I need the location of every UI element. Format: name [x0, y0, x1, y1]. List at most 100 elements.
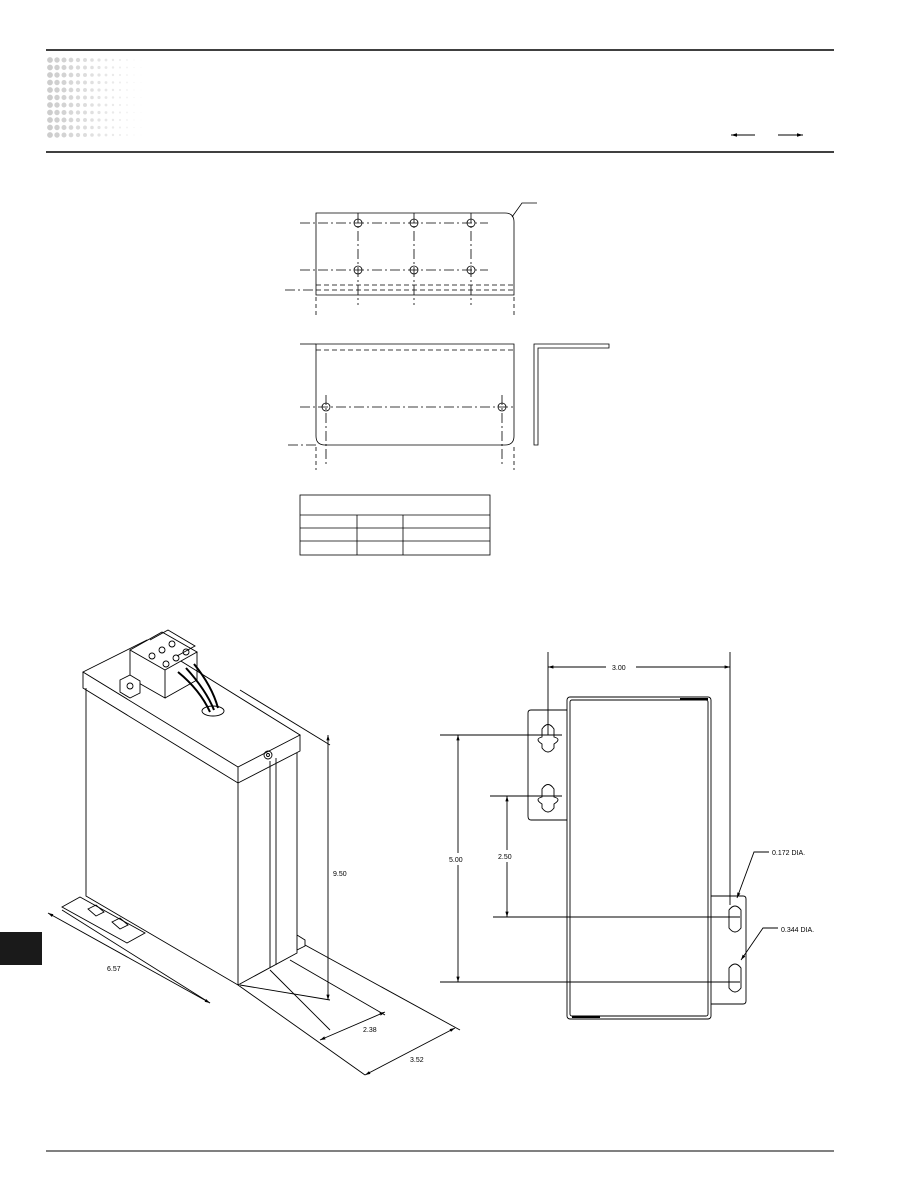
halftone-dot	[68, 65, 74, 70]
halftone-dot	[111, 126, 115, 129]
halftone-dot	[118, 118, 122, 122]
halftone-dot	[118, 73, 122, 77]
small-hole-label: 0.172 DIA.	[772, 850, 805, 857]
halftone-dot	[97, 95, 101, 100]
halftone-dot	[97, 103, 101, 107]
halftone-dot	[54, 79, 60, 86]
halftone-dot	[140, 82, 142, 83]
halftone-dot	[54, 64, 60, 71]
halftone-dot	[47, 117, 53, 123]
halftone-dot	[111, 133, 115, 137]
halftone-dot	[118, 126, 122, 129]
halftone-dot	[126, 66, 128, 69]
halftone-dot	[61, 87, 67, 93]
halftone-dot	[54, 57, 60, 63]
halftone-dot	[111, 58, 115, 62]
halftone-dot	[104, 66, 108, 69]
halftone-dot	[90, 65, 94, 70]
halftone-dot	[83, 88, 87, 92]
halftone-dot	[140, 112, 142, 113]
halftone-dot	[97, 80, 101, 85]
slot-spacing-dim-label: 2.50	[498, 854, 512, 861]
halftone-dot	[111, 103, 115, 107]
halftone-dot	[126, 89, 128, 91]
section-tab[interactable]	[0, 932, 42, 965]
halftone-dot	[75, 110, 81, 115]
halftone-dot	[61, 102, 67, 108]
halftone-dot	[47, 132, 53, 138]
width-dim-label: 3.00	[612, 665, 626, 672]
halftone-dot	[83, 73, 87, 77]
halftone-dot	[90, 95, 94, 100]
halftone-dot	[133, 74, 135, 76]
bracket-side-view	[533, 343, 610, 446]
halftone-dot	[104, 103, 108, 107]
halftone-dot	[83, 118, 87, 122]
halftone-dot	[75, 65, 81, 70]
halftone-dot	[90, 58, 94, 62]
halftone-dot	[111, 81, 115, 84]
halftone-dot	[126, 96, 128, 99]
halftone-dot	[47, 87, 53, 93]
halftone-dot	[54, 117, 60, 123]
halftone-dot	[97, 118, 101, 122]
halftone-dot	[83, 95, 87, 100]
halftone-dot	[54, 124, 60, 131]
halftone-dot	[133, 119, 135, 121]
halftone-dot	[61, 72, 67, 78]
halftone-dot	[83, 133, 87, 137]
large-hole-label: 0.344 DIA.	[781, 927, 814, 934]
halftone-dot	[104, 126, 108, 129]
halftone-dot	[140, 74, 142, 76]
halftone-dot	[47, 109, 53, 116]
halftone-dot	[118, 111, 122, 114]
halftone-dot	[68, 72, 74, 78]
halftone-dot	[90, 125, 94, 130]
halftone-dot	[75, 95, 81, 100]
halftone-dot	[140, 59, 142, 61]
halftone-dot	[126, 104, 128, 106]
halftone-dot	[111, 118, 115, 122]
halftone-dot	[118, 96, 122, 99]
halftone-dot	[133, 134, 135, 136]
halftone-dot	[61, 132, 67, 138]
halftone-dot	[90, 118, 94, 122]
halftone-dot	[47, 124, 53, 131]
halftone-dot	[126, 134, 128, 136]
dimension-table	[299, 494, 491, 556]
enclosure-isometric-view	[47, 629, 461, 1076]
halftone-dot	[111, 111, 115, 114]
halftone-dot	[90, 80, 94, 85]
depth-b-dim-label: 3.52	[410, 1057, 424, 1064]
halftone-dot	[126, 74, 128, 76]
halftone-dot	[75, 125, 81, 130]
halftone-dot	[104, 133, 108, 137]
halftone-dot	[47, 72, 53, 78]
halftone-dot	[61, 57, 67, 63]
halftone-dot	[140, 97, 142, 98]
page-header	[46, 49, 834, 153]
halftone-dot	[75, 80, 81, 85]
halftone-dot	[90, 103, 94, 107]
bracket-front-view	[288, 343, 516, 470]
halftone-dot	[140, 119, 142, 121]
halftone-dot	[118, 133, 122, 137]
halftone-dot	[133, 96, 135, 99]
halftone-dot	[47, 94, 53, 101]
halftone-dot	[75, 72, 81, 78]
halftone-dot	[104, 118, 108, 122]
halftone-dot	[68, 102, 74, 108]
halftone-dot	[111, 73, 115, 77]
halftone-dot	[97, 65, 101, 70]
halftone-dot	[118, 88, 122, 92]
halftone-dot	[54, 109, 60, 116]
halftone-dot	[126, 111, 128, 114]
halftone-dot	[104, 96, 108, 99]
halftone-dot	[133, 59, 135, 61]
halftone-dot	[126, 59, 128, 61]
halftone-dot	[126, 126, 128, 129]
total-height-dim-label: 5.00	[449, 857, 463, 864]
halftone-dot	[97, 88, 101, 92]
halftone-dot	[90, 73, 94, 77]
halftone-dot	[68, 125, 74, 130]
